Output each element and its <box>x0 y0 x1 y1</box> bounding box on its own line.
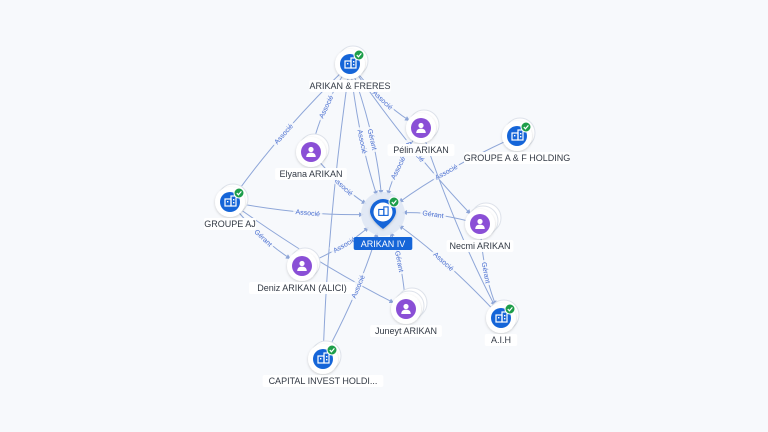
edge-label: Associé <box>270 119 297 148</box>
verified-check-icon <box>504 303 516 315</box>
node-groupe-aj[interactable]: GROUPE AJ <box>203 183 257 230</box>
edge-label: Gérant <box>419 207 447 220</box>
verified-check-icon <box>353 49 365 61</box>
verified-check-icon <box>520 121 532 133</box>
edge-label: Gérant <box>365 125 381 153</box>
verified-check-icon <box>233 187 245 199</box>
node-label-text: Juneyt ARIKAN <box>375 326 437 336</box>
edge-label-text: Associé <box>356 129 368 155</box>
building-icon <box>344 57 357 69</box>
node-label: Necmi ARIKAN <box>446 240 514 252</box>
node-label-text: ARIKAN & FRERES <box>309 81 390 91</box>
edge: Gérant <box>349 63 384 195</box>
building-icon <box>224 195 237 207</box>
person-icon <box>306 146 316 157</box>
verified-check-icon <box>326 344 338 356</box>
node-label-text: CAPITAL INVEST HOLDI... <box>269 376 378 386</box>
node-label-text: Pélin ARIKAN <box>393 145 449 155</box>
building-icon <box>511 129 524 141</box>
edge-label: Associé <box>292 206 323 218</box>
edge-label-text: Gérant <box>366 128 378 150</box>
node-arikan-freres[interactable]: ARIKAN & FRERES <box>309 45 391 92</box>
edge-label: Associé <box>356 126 371 157</box>
node-label: ARIKAN IV <box>353 237 413 250</box>
node-label: GROUPE A & F HOLDING <box>464 152 571 164</box>
person-icon <box>416 122 426 133</box>
node-capital[interactable]: CAPITAL INVEST HOLDI... <box>262 340 384 387</box>
node-label-text: Deniz ARIKAN (ALICI) <box>257 283 347 293</box>
node-deniz[interactable]: Deniz ARIKAN (ALICI) <box>249 247 355 294</box>
node-groupe-af[interactable]: GROUPE A & F HOLDING <box>464 117 571 164</box>
edge-line <box>321 63 351 346</box>
edge-label: Associé <box>431 160 461 183</box>
verified-check-icon <box>388 196 400 208</box>
node-label-text: GROUPE A & F HOLDING <box>464 153 571 163</box>
node-necmi[interactable]: Necmi ARIKAN <box>446 202 514 252</box>
node-label: ARIKAN & FRERES <box>309 80 391 92</box>
node-label: A.I.H <box>484 334 518 346</box>
node-label-text: Elyana ARIKAN <box>279 169 342 179</box>
node-label: Juneyt ARIKAN <box>370 325 442 337</box>
building-icon <box>495 311 508 323</box>
node-juneyt[interactable]: Juneyt ARIKAN <box>370 287 442 337</box>
edge-label-text: Gérant <box>422 210 444 220</box>
edge-label-text: Gérant <box>480 262 491 284</box>
node-elyana[interactable]: Elyana ARIKAN <box>275 133 347 180</box>
node-label-text: Necmi ARIKAN <box>449 241 510 251</box>
building-icon <box>317 352 330 364</box>
node-label-text: ARIKAN IV <box>361 239 406 249</box>
node-label: GROUPE AJ <box>203 218 257 230</box>
node-label-text: A.I.H <box>491 335 511 345</box>
node-pelin[interactable]: Pélin ARIKAN <box>387 109 455 156</box>
edge <box>321 63 351 346</box>
edge-label-text: Gérant <box>393 250 404 272</box>
node-label: Deniz ARIKAN (ALICI) <box>249 282 355 294</box>
nodes-layer: ARIKAN IV ARIKAN & FRERES Pélin ARIKAN GROU… <box>203 45 571 387</box>
node-label: Elyana ARIKAN <box>275 168 347 180</box>
person-icon <box>401 303 411 314</box>
edge-label: Gérant <box>393 247 407 275</box>
person-icon <box>475 218 485 229</box>
edge-label-text: Associé <box>295 209 320 218</box>
edge-label: Associé <box>386 152 409 183</box>
node-label: CAPITAL INVEST HOLDI... <box>262 375 384 387</box>
node-aih[interactable]: A.I.H <box>484 299 520 346</box>
person-icon <box>297 260 307 271</box>
node-arikan-iv[interactable]: ARIKAN IV <box>353 192 413 250</box>
building-icon <box>378 206 389 216</box>
edge-label: Gérant <box>480 259 494 286</box>
node-label-text: GROUPE AJ <box>204 219 256 229</box>
node-label: Pélin ARIKAN <box>387 144 455 156</box>
